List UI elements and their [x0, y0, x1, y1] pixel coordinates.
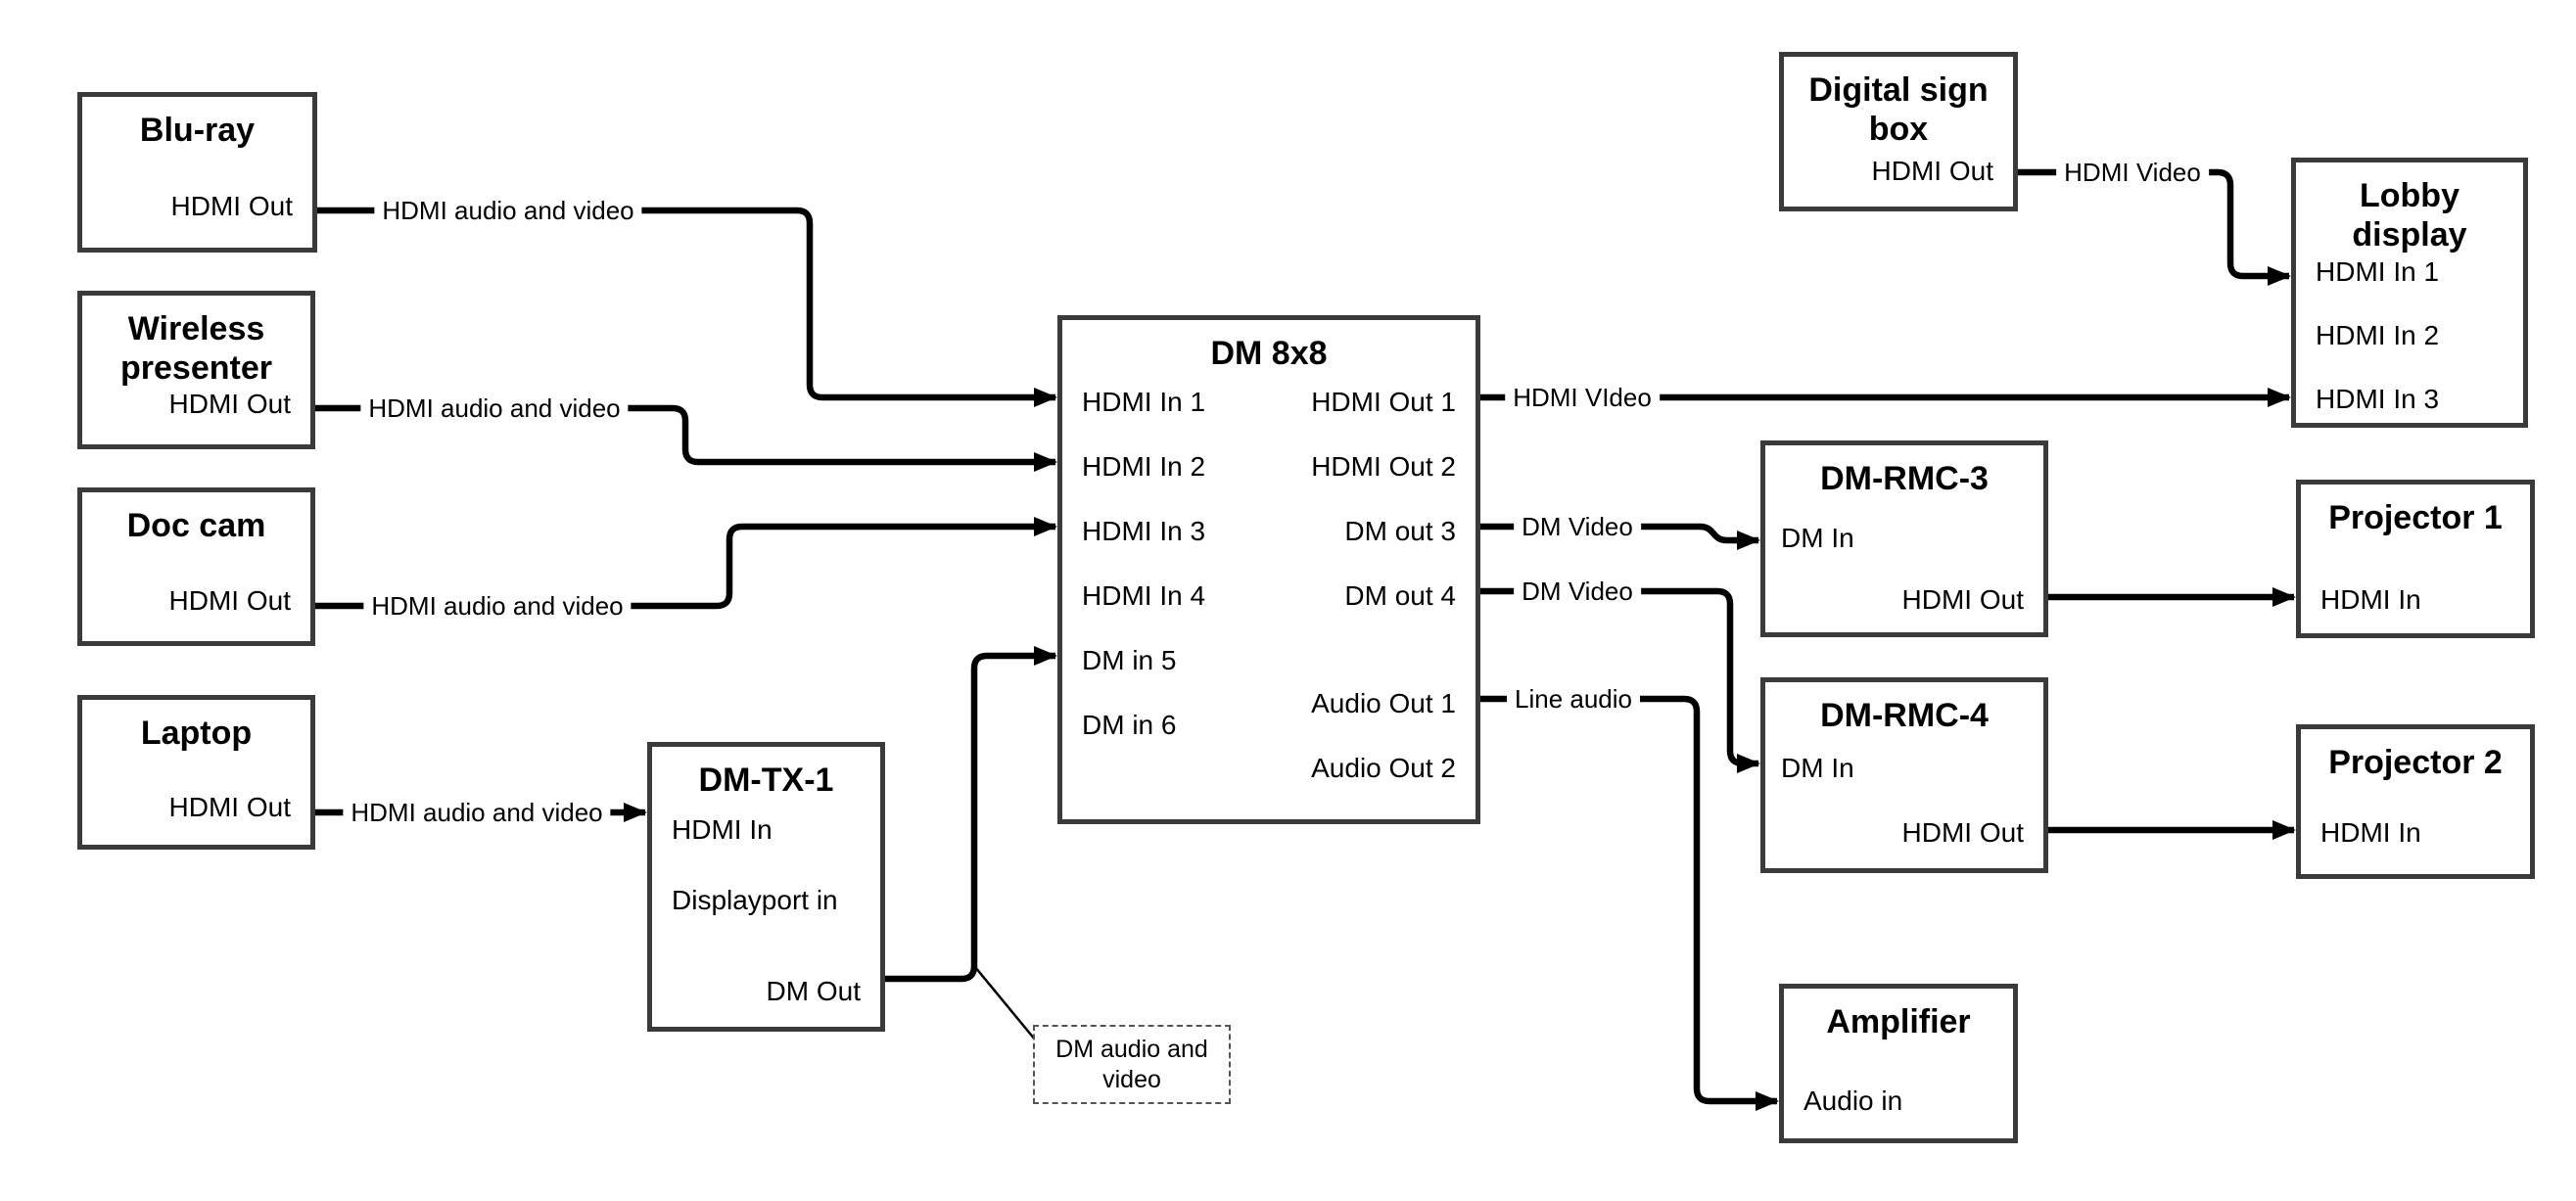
device-box-dm-8x8: DM 8x8 HDMI In 1 HDMI In 2 HDMI In 3 HDM…	[1057, 315, 1480, 824]
wire-wireless-to-dm8x8-hdmi-in-2	[315, 404, 1057, 472]
port-dmtx1-displayport-in: Displayport in	[672, 885, 838, 915]
port-laptop-hdmi-out: HDMI Out	[168, 792, 291, 822]
device-title: Blu-ray	[139, 112, 256, 149]
port-dmtx1-dm-out: DM Out	[766, 976, 861, 1006]
wire-doccam-to-dm8x8-hdmi-in-3	[315, 517, 1057, 610]
callout-dm-audio-video: DM audio and video	[1033, 1025, 1231, 1104]
port-dm8x8-dm-in-5: DM in 5	[1082, 645, 1177, 675]
port-projector2-hdmi-in: HDMI In	[2320, 817, 2421, 848]
port-doccam-hdmi-out: HDMI Out	[168, 585, 291, 616]
device-title: Lobby display	[2352, 177, 2467, 254]
device-title: DM-TX-1	[698, 762, 834, 799]
wire-digital-sign-to-lobby-hdmi-in-1	[2018, 168, 2291, 286]
wire-dm8x8-dm-out-3-to-dmrmc3	[1480, 523, 1760, 550]
device-title: Projector 2	[2328, 744, 2503, 781]
device-title: Amplifier	[1826, 1003, 1971, 1040]
port-amplifier-audio-in: Audio in	[1803, 1086, 1903, 1116]
device-title: Projector 1	[2328, 499, 2503, 536]
device-box-wireless-presenter: Wireless presenter HDMI Out	[77, 291, 315, 449]
port-lobby-hdmi-in-1: HDMI In 1	[2316, 256, 2440, 287]
device-title: Digital sign box	[1808, 71, 1989, 148]
device-box-projector-1: Projector 1 HDMI In	[2296, 480, 2535, 638]
wire-label-bluray: HDMI audio and video	[374, 194, 642, 227]
device-title: Wireless presenter	[120, 310, 272, 387]
wire-label-line-audio: Line audio	[1507, 682, 1640, 716]
port-dm8x8-hdmi-in-3: HDMI In 3	[1082, 516, 1206, 546]
device-box-amplifier: Amplifier Audio in	[1779, 984, 2018, 1143]
port-projector1-hdmi-in: HDMI In	[2320, 584, 2421, 615]
device-box-bluray: Blu-ray HDMI Out	[77, 92, 317, 253]
device-box-lobby-display: Lobby display HDMI In 1 HDMI In 2 HDMI I…	[2291, 158, 2528, 428]
device-title: DM 8x8	[1210, 335, 1328, 372]
device-box-laptop: Laptop HDMI Out	[77, 695, 315, 850]
port-wireless-hdmi-out: HDMI Out	[168, 389, 291, 419]
port-dm8x8-dm-out-3: DM out 3	[1344, 516, 1456, 546]
port-dm8x8-dm-out-4: DM out 4	[1344, 580, 1456, 611]
port-dm8x8-hdmi-in-1: HDMI In 1	[1082, 387, 1206, 417]
wire-label-dm-video-4: DM Video	[1514, 575, 1641, 608]
port-dm8x8-hdmi-in-2: HDMI In 2	[1082, 451, 1206, 482]
wire-dm8x8-audio-out-1-to-amplifier	[1480, 695, 1779, 1111]
port-digital-sign-hdmi-out: HDMI Out	[1871, 156, 1993, 186]
device-box-projector-2: Projector 2 HDMI In	[2296, 724, 2535, 879]
device-box-dm-rmc-4: DM-RMC-4 DM In HDMI Out	[1760, 677, 2048, 873]
wire-label-doccam: HDMI audio and video	[363, 589, 632, 623]
port-dm8x8-audio-out-2: Audio Out 2	[1311, 753, 1456, 783]
port-dm8x8-dm-in-6: DM in 6	[1082, 710, 1177, 740]
port-dm8x8-hdmi-out-1: HDMI Out 1	[1311, 387, 1456, 417]
device-title: Laptop	[140, 715, 253, 752]
wire-dm8x8-dm-out-4-to-dmrmc4	[1480, 587, 1760, 773]
port-bluray-hdmi-out: HDMI Out	[170, 191, 293, 221]
port-lobby-hdmi-in-2: HDMI In 2	[2316, 320, 2440, 350]
device-box-dm-tx-1: DM-TX-1 HDMI In Displayport in DM Out	[647, 742, 885, 1032]
wire-label-wireless: HDMI audio and video	[360, 392, 629, 425]
port-dmrmc4-hdmi-out: HDMI Out	[1901, 817, 2024, 848]
device-box-digital-sign: Digital sign box HDMI Out	[1779, 52, 2018, 211]
wire-label-hdmi-video-sign: HDMI Video	[2056, 156, 2209, 189]
port-dm8x8-audio-out-1: Audio Out 1	[1311, 688, 1456, 718]
device-title: DM-RMC-3	[1820, 460, 1989, 497]
wire-label-dm-video-3: DM Video	[1514, 510, 1641, 543]
port-dm8x8-hdmi-out-2: HDMI Out 2	[1311, 451, 1456, 482]
wire-label-laptop: HDMI audio and video	[343, 796, 611, 829]
callout-leader-line	[974, 966, 1036, 1040]
port-dmrmc3-dm-in: DM In	[1781, 523, 1854, 553]
port-dm8x8-hdmi-in-4: HDMI In 4	[1082, 580, 1206, 611]
port-lobby-hdmi-in-3: HDMI In 3	[2316, 384, 2440, 414]
device-box-dm-rmc-3: DM-RMC-3 DM In HDMI Out	[1760, 440, 2048, 637]
device-box-doc-cam: Doc cam HDMI Out	[77, 487, 315, 646]
wire-bluray-to-dm8x8-hdmi-in-1	[317, 207, 1057, 407]
device-title: DM-RMC-4	[1820, 697, 1989, 734]
wire-dmtx1-to-dm8x8-dm-in-5	[885, 646, 1057, 983]
device-title: Doc cam	[126, 507, 266, 544]
port-dmrmc4-dm-in: DM In	[1781, 753, 1854, 783]
port-dmtx1-hdmi-in: HDMI In	[672, 814, 773, 845]
port-dmrmc3-hdmi-out: HDMI Out	[1901, 584, 2024, 615]
wire-label-hdmi-video-out1: HDMI VIdeo	[1505, 381, 1660, 414]
